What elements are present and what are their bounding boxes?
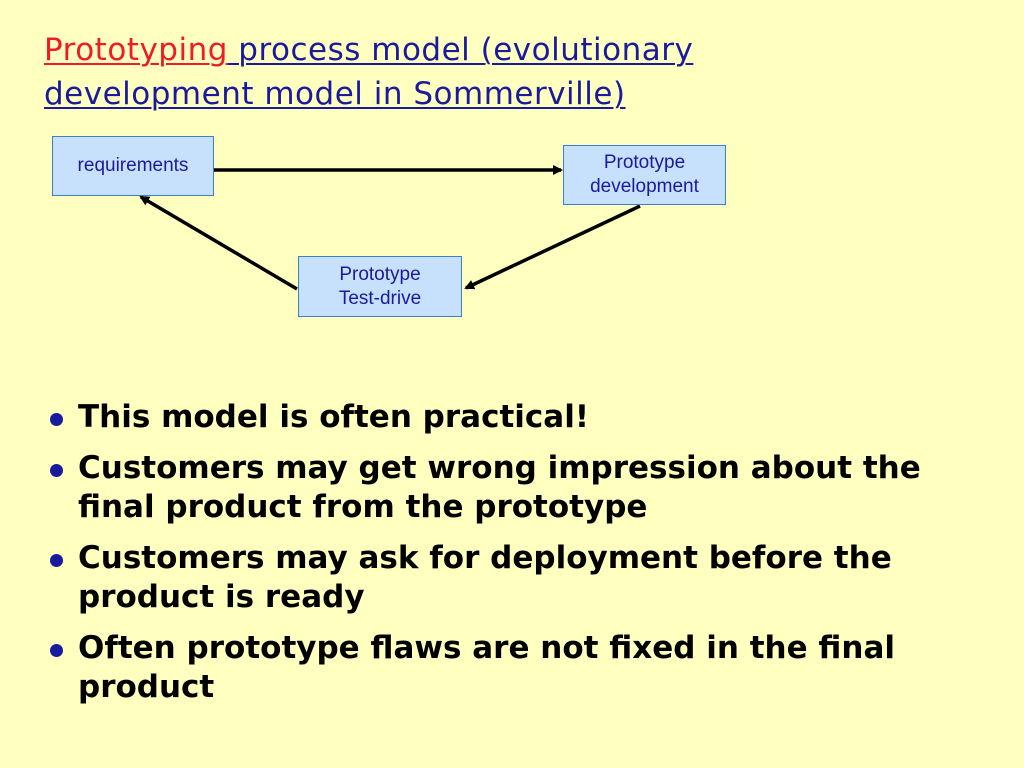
requirements-box-label: requirements — [77, 155, 189, 176]
bullet-text: Customers may get wrong impression about… — [78, 450, 921, 525]
bullet-item: This model is often practical! — [44, 398, 944, 437]
arrow-development-to-test-drive — [464, 204, 641, 290]
prototype-test-drive-box: Prototype Test-drive — [298, 256, 462, 317]
slide-title: Prototyping process model (evolutionary … — [44, 28, 944, 116]
prototype-development-box-line2: development — [590, 176, 699, 197]
arrow-test-drive-to-requirements — [139, 195, 298, 291]
bullet-text: Customers may ask for deployment before … — [78, 540, 892, 615]
title-line2: development model in Sommerville) — [44, 76, 626, 112]
prototype-development-box-line1: Prototype — [603, 152, 686, 173]
bullet-text: Often prototype flaws are not fixed in t… — [78, 630, 896, 705]
prototype-development-box: Prototype development — [563, 145, 726, 205]
bullet-list: This model is often practical! Customers… — [44, 398, 944, 719]
requirements-box: requirements — [52, 136, 214, 196]
bullet-dot-icon — [50, 554, 63, 567]
bullet-dot-icon — [50, 644, 63, 657]
bullet-dot-icon — [50, 464, 63, 477]
title-line1-rest: process model (evolutionary — [227, 32, 694, 68]
prototype-test-drive-box-line2: Test-drive — [338, 287, 422, 309]
bullet-item: Customers may ask for deployment before … — [44, 539, 944, 617]
bullet-dot-icon — [50, 413, 63, 426]
bullet-item: Customers may get wrong impression about… — [44, 449, 944, 527]
bullet-item: Often prototype flaws are not fixed in t… — [44, 629, 944, 707]
prototype-test-drive-box-line1: Prototype — [339, 263, 421, 285]
bullet-text: This model is often practical! — [78, 399, 589, 435]
title-accent: Prototyping — [44, 32, 228, 68]
